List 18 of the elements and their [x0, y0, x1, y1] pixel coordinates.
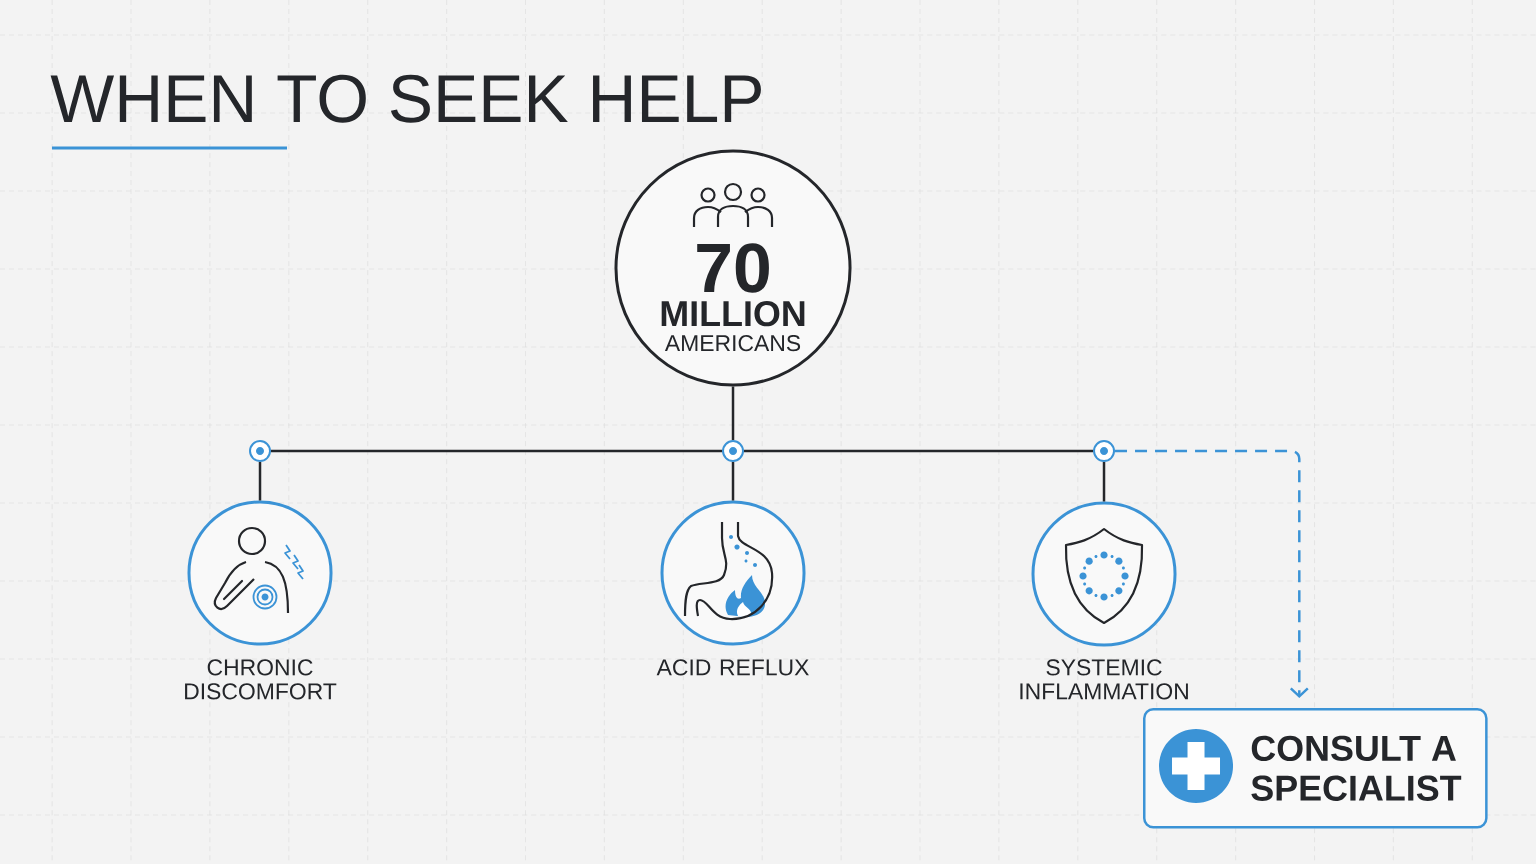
- connector-line: [744, 449, 1093, 453]
- connector-line: [731, 386, 735, 440]
- connector-line: [258, 462, 262, 501]
- connector-line: [271, 449, 722, 453]
- dashed-arrow: [1115, 449, 1309, 698]
- category-label: ACID REFLUX: [656, 659, 809, 676]
- category-label: CHRONIC DISCOMFORT: [185, 659, 337, 700]
- junction-dot: [722, 440, 744, 462]
- big-number: 70: [697, 243, 769, 293]
- junction-dot: [1093, 440, 1115, 462]
- junction-dot: [249, 440, 271, 462]
- connector-line: [1102, 462, 1106, 502]
- title: WHEN TO SEEK HELP: [50, 74, 761, 123]
- category-label: SYSTEMIC INFLAMMATION: [1020, 659, 1188, 700]
- connector-line: [731, 462, 735, 501]
- caption-label: AMERICANS: [664, 335, 801, 352]
- unit-label: MILLION: [661, 300, 805, 327]
- action-box: CONSULT A SPECIALIST: [1143, 708, 1488, 829]
